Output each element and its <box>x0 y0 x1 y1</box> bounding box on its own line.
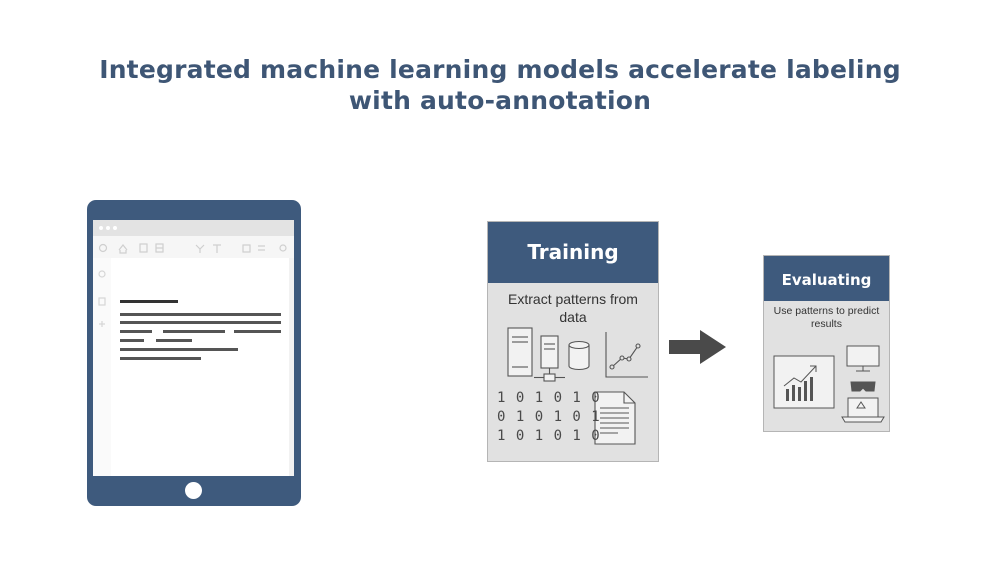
headline-line-1: Integrated machine learning models accel… <box>99 55 901 84</box>
training-card: Training Extract patterns from data <box>487 221 659 462</box>
window-scrollbar <box>289 258 294 476</box>
evaluating-description-line-1: Use patterns to predict <box>773 305 880 317</box>
monitor-icon <box>846 345 880 372</box>
text-line <box>120 357 201 360</box>
evaluating-title: Evaluating <box>764 256 889 301</box>
sidebar-icons <box>98 270 106 327</box>
window-dot <box>106 226 110 230</box>
server-icon <box>507 327 533 377</box>
document-icon <box>594 391 636 445</box>
tablet-home-button <box>185 482 202 499</box>
text-line <box>120 330 152 333</box>
tablet-illustration <box>87 200 301 506</box>
line-graph-icon <box>605 332 648 378</box>
vr-headset-icon <box>850 381 876 392</box>
text-line <box>120 348 238 351</box>
window-toolbar <box>93 236 294 258</box>
window-dot <box>113 226 117 230</box>
text-line <box>120 313 281 316</box>
text-line <box>120 321 281 324</box>
binary-row: 1 0 1 0 1 0 <box>497 428 601 444</box>
headline-line-2: with auto-annotation <box>348 86 652 115</box>
right-arrow-icon <box>669 330 726 364</box>
window-dot <box>99 226 103 230</box>
evaluating-icons <box>773 345 885 423</box>
presentation-chart-icon <box>773 355 835 409</box>
text-line <box>156 339 192 342</box>
text-line <box>120 339 144 342</box>
training-description-line-1: Extract patterns from <box>508 291 638 307</box>
binary-row: 1 0 1 0 1 0 <box>497 390 601 406</box>
training-title: Training <box>488 222 658 283</box>
evaluating-description: Use patterns to predict results <box>764 305 889 331</box>
tablet-screen <box>93 220 294 476</box>
text-line <box>163 330 225 333</box>
training-icons <box>507 327 648 445</box>
evaluating-description-line-2: results <box>811 318 842 330</box>
text-line <box>234 330 281 333</box>
binary-data: 1 0 1 0 1 0 0 1 0 1 0 1 1 0 1 0 1 0 <box>497 389 601 446</box>
database-icon <box>568 340 590 371</box>
network-device-icon <box>534 335 565 382</box>
binary-row: 0 1 0 1 0 1 <box>497 409 601 425</box>
toolbar-icons <box>98 243 287 254</box>
page-headline: Integrated machine learning models accel… <box>0 54 1000 116</box>
window-sidebar <box>93 258 111 476</box>
text-line <box>120 300 178 303</box>
evaluating-card: Evaluating Use patterns to predict resul… <box>763 255 890 432</box>
training-description: Extract patterns from data <box>488 290 658 326</box>
laptop-icon <box>841 397 885 423</box>
training-description-line-2: data <box>559 309 587 325</box>
window-titlebar <box>93 220 294 236</box>
